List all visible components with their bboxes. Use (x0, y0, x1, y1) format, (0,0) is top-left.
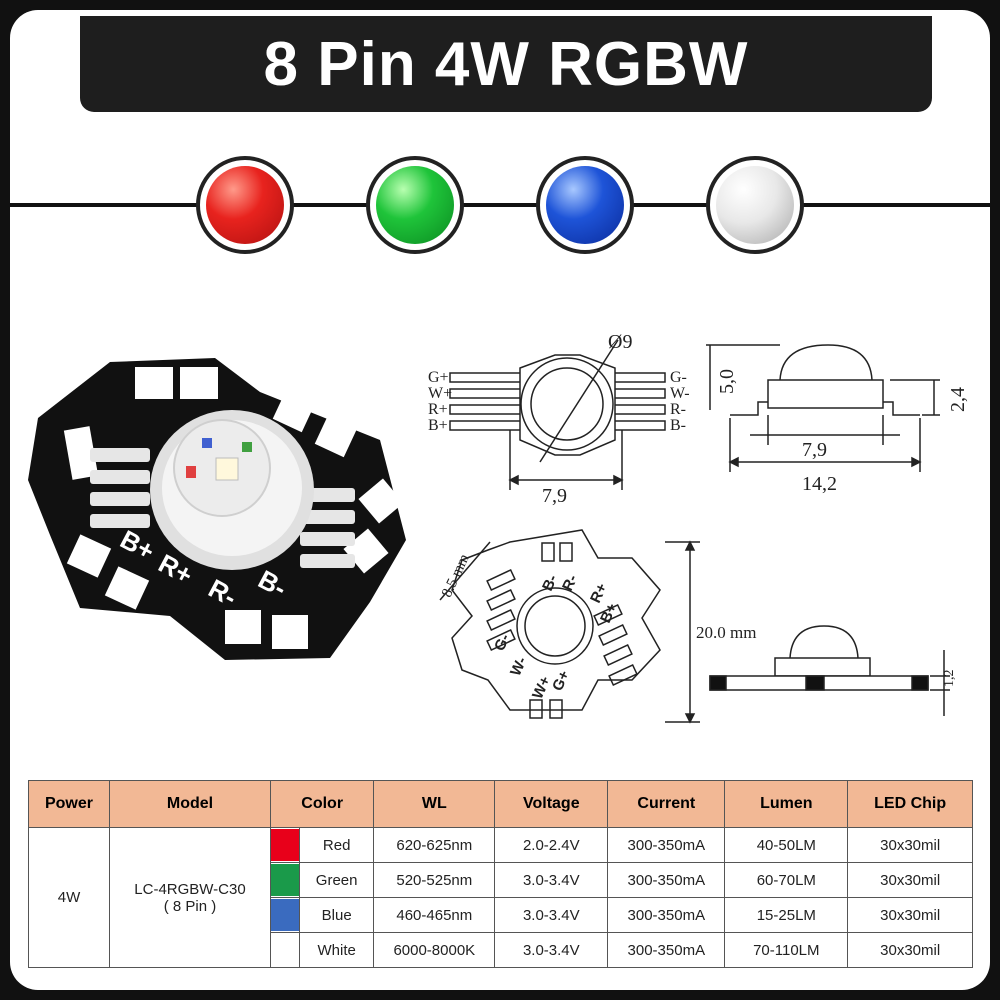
swatch-cell (270, 932, 300, 968)
current-cell: 300-350mA (607, 897, 726, 933)
chip-cell: 30x30mil (847, 827, 973, 863)
blue-led-glow (546, 166, 624, 244)
header-current: Current (607, 780, 726, 828)
chip-cell: 30x30mil (847, 862, 973, 898)
table-header-row: Power Model Color WL Voltage Current Lum… (28, 780, 973, 828)
product-title: 8 Pin 4W RGBW (263, 29, 749, 99)
star-pin-r-plus: R+ (587, 581, 611, 606)
blue-led-icon (536, 156, 634, 254)
wl-cell: 520-525nm (373, 862, 496, 898)
blue-swatch (271, 899, 299, 931)
white-led-icon (706, 156, 804, 254)
chip-cell: 30x30mil (847, 932, 973, 968)
pin-label-w-plus: W+ (428, 385, 452, 402)
current-cell: 300-350mA (607, 932, 726, 968)
side-body-label: 7,9 (802, 439, 827, 461)
star-edge-label: 8.5 mm (439, 551, 473, 600)
red-led-icon (196, 156, 294, 254)
voltage-cell: 3.0-3.4V (494, 862, 609, 898)
divider-line (10, 203, 990, 207)
header-lumen: Lumen (724, 780, 849, 828)
voltage-cell: 3.0-3.4V (494, 932, 609, 968)
white-led-glow (716, 166, 794, 244)
star-pin-b-plus: B+ (597, 601, 621, 626)
color-cell: Blue (298, 897, 375, 933)
pin-label-r-plus: R+ (428, 401, 448, 418)
pin-label-b-plus: B+ (428, 417, 448, 434)
star-side-profile (709, 625, 950, 716)
swatch-cell (270, 827, 300, 863)
wl-cell: 620-625nm (373, 827, 496, 863)
pin-label-g-plus: G+ (428, 369, 449, 386)
swatch-cell (270, 862, 300, 898)
table-row: Blue 460-465nm 3.0-3.4V 300-350mA 15-25L… (29, 897, 973, 933)
title-banner: 8 Pin 4W RGBW (80, 16, 932, 112)
header-wl: WL (373, 780, 496, 828)
table-row: White 6000-8000K 3.0-3.4V 300-350mA 70-1… (29, 932, 973, 968)
star-pin-r-minus: R- (559, 572, 581, 594)
side-view-diagram (706, 344, 940, 472)
lumen-cell: 60-70LM (724, 862, 849, 898)
star-pin-g-plus: G+ (549, 668, 573, 694)
voltage-cell: 3.0-3.4V (494, 897, 609, 933)
star-board-diagram (439, 529, 700, 724)
current-cell: 300-350mA (607, 827, 726, 863)
lumen-cell: 15-25LM (724, 897, 849, 933)
pin-label-w-minus: W- (670, 385, 690, 402)
color-cell: Green (298, 862, 375, 898)
green-swatch (271, 864, 299, 896)
product-image-frame: 8 Pin 4W RGBW (10, 10, 990, 990)
red-swatch (271, 829, 299, 861)
header-led-chip: LED Chip (847, 780, 973, 828)
header-color: Color (269, 780, 375, 828)
model-cell: LC-4RGBW-C30 ( 8 Pin ) (109, 827, 271, 968)
color-cell: Red (298, 827, 375, 863)
header-model: Model (109, 780, 271, 828)
side-total-label: 14,2 (802, 473, 837, 495)
star-size-label: 20.0 mm (696, 623, 756, 642)
wl-cell: 460-465nm (373, 897, 496, 933)
model-pins: ( 8 Pin ) (163, 897, 217, 915)
lumen-cell: 70-110LM (724, 932, 849, 968)
color-cell: White (298, 932, 375, 968)
white-swatch (271, 934, 299, 966)
pin-label-b-minus: B- (670, 417, 686, 434)
swatch-cell (270, 897, 300, 933)
voltage-cell: 2.0-2.4V (494, 827, 609, 863)
star-thickness-label: 1,2 (942, 670, 957, 688)
model-name: LC-4RGBW-C30 (134, 880, 246, 898)
red-led-glow (206, 166, 284, 244)
width-label: 7,9 (542, 485, 567, 507)
green-led-icon (366, 156, 464, 254)
table-row: Green 520-525nm 3.0-3.4V 300-350mA 60-70… (29, 862, 973, 898)
power-cell: 4W (28, 827, 110, 968)
star-pin-g-minus: G- (491, 631, 513, 653)
current-cell: 300-350mA (607, 862, 726, 898)
pin-label-r-minus: R- (670, 401, 686, 418)
specification-table: Power Model Color WL Voltage Current Lum… (28, 780, 973, 968)
top-view-diagram (449, 339, 666, 490)
wl-cell: 6000-8000K (373, 932, 496, 968)
side-height-label: 2,4 (947, 387, 969, 412)
header-power: Power (28, 780, 110, 828)
green-led-glow (376, 166, 454, 244)
technical-diagrams: B+ R+ R- B- G+ W+ R+ B+ G- W- (28, 331, 969, 724)
diameter-label: Ø9 (608, 331, 632, 353)
header-voltage: Voltage (494, 780, 609, 828)
chip-cell: 30x30mil (847, 897, 973, 933)
height-label: 5,0 (716, 369, 738, 394)
lumen-cell: 40-50LM (724, 827, 849, 863)
table-row: 4W LC-4RGBW-C30 ( 8 Pin ) Red 620-625nm … (28, 827, 973, 968)
led-board-photo: B+ R+ R- B- (28, 358, 406, 660)
star-pin-w-minus: W- (507, 654, 530, 678)
pin-label-g-minus: G- (670, 369, 687, 386)
star-pin-b-minus: B- (539, 572, 561, 594)
